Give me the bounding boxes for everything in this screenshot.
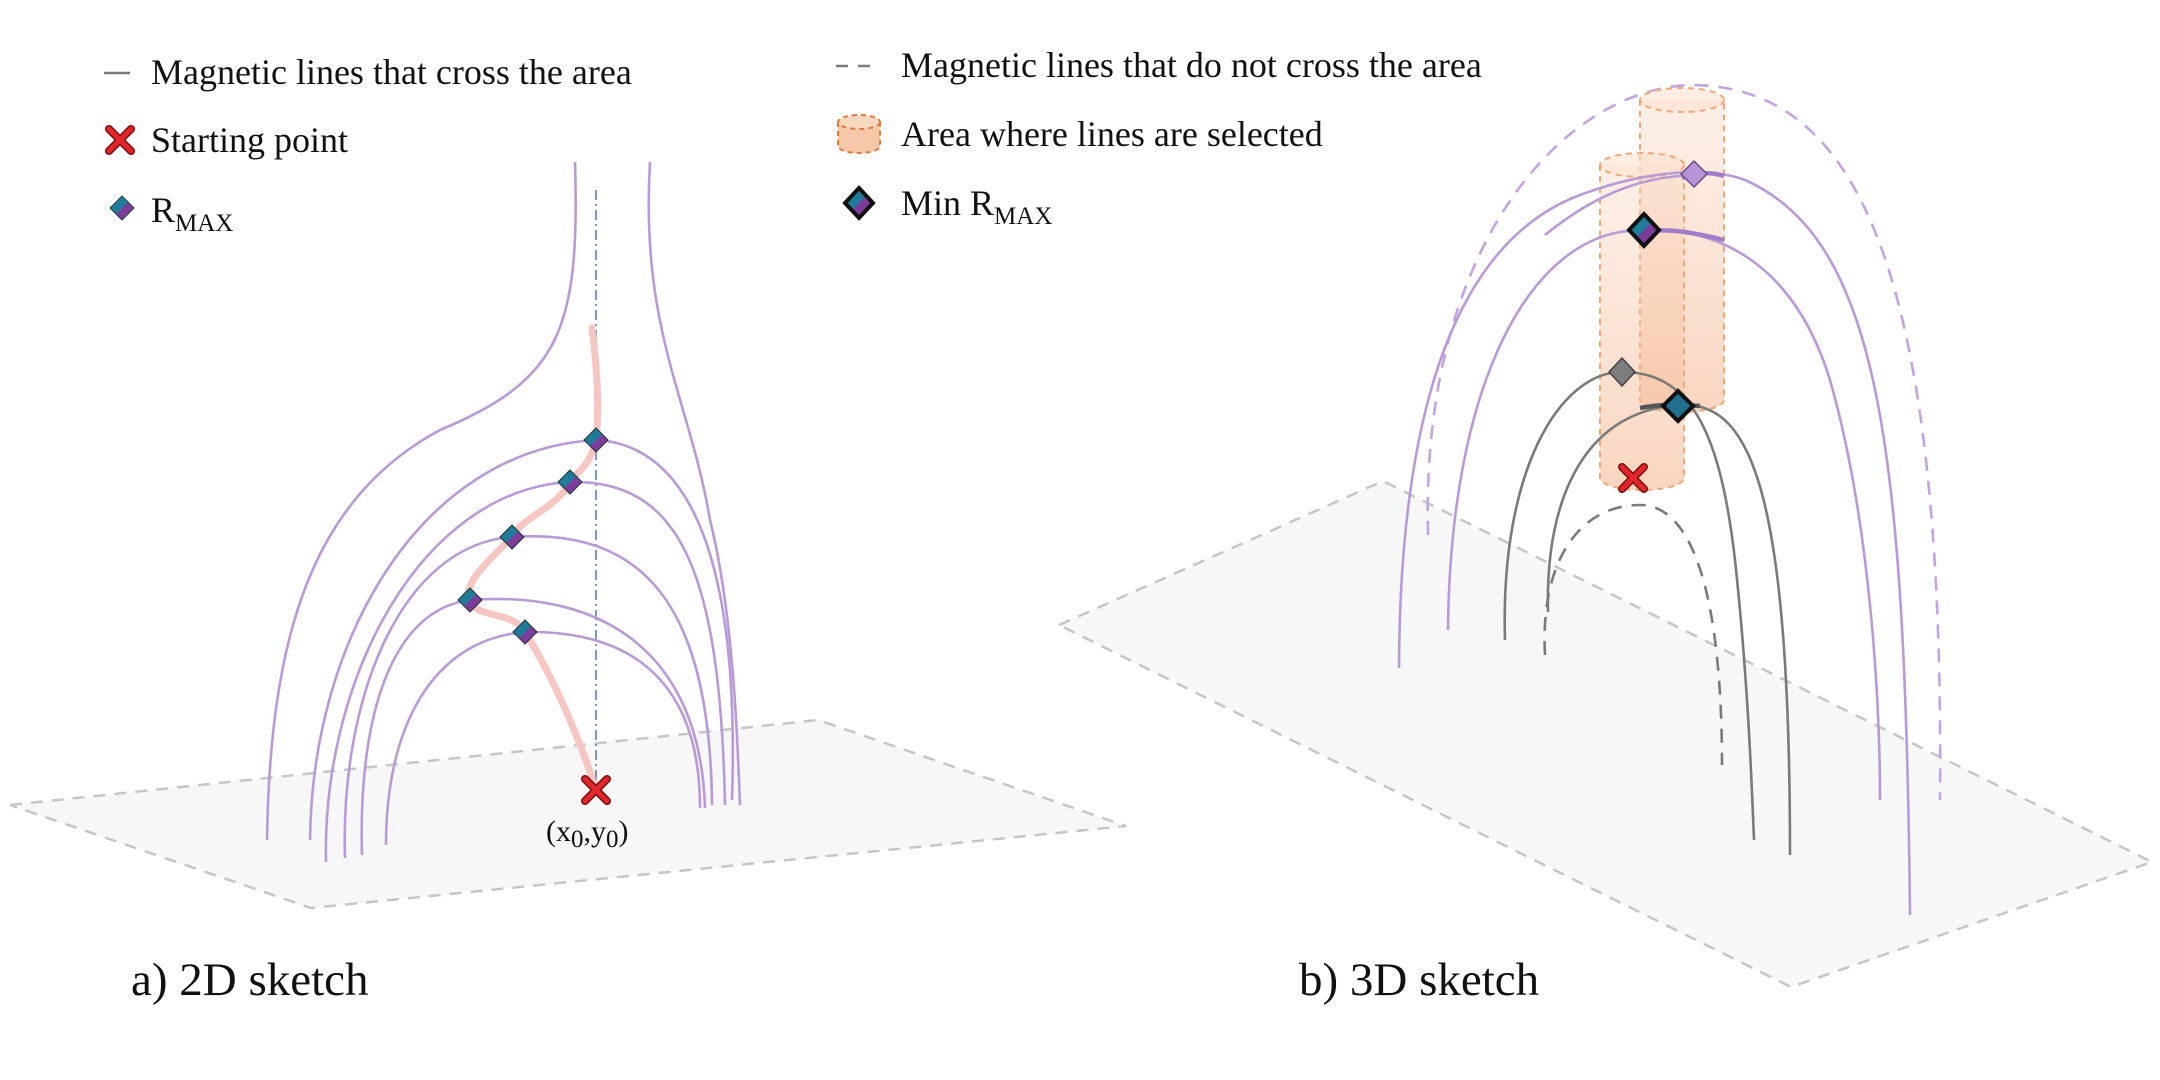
purple-field-line-3d-2: [1446, 228, 1882, 801]
legend-area-label: Area where lines are selected: [901, 114, 1323, 154]
rmax-diamond-2d-1: [583, 427, 609, 453]
ground-plane-3d: [1056, 479, 2156, 989]
caption-3d: b) 3D sketch: [1299, 954, 1539, 1006]
legend-min-rmax-label: Min RMAX: [901, 183, 1052, 230]
min-rmax-diamond-purple: [1626, 211, 1662, 249]
legend-starting-point-label: Starting point: [151, 120, 348, 160]
panel-2d-sketch: (x0,y0) a) 2D sketch: [9, 161, 1127, 1006]
cylinder-legend-icon: [837, 114, 881, 154]
rmax-diamond-2d-3: [499, 524, 525, 550]
legend-solid-lines-label: Magnetic lines that cross the area: [151, 52, 632, 92]
dashed-field-lines: [1426, 83, 1942, 801]
rmax-diamond-2d-2: [557, 469, 583, 495]
panel-3d-sketch: b) 3D sketch: [1056, 83, 2156, 1006]
legend: Magnetic lines that cross the area Start…: [104, 45, 1482, 237]
starting-point-3d-icon: [1618, 463, 1648, 493]
diamond-icon: [109, 195, 135, 221]
dashed-gray-line: [1543, 503, 1724, 766]
caption-2d: a) 2D sketch: [131, 954, 369, 1006]
rmax-diamond-2d-4: [457, 587, 483, 613]
cylinder-back-top: [1639, 87, 1725, 113]
min-rmax-diamond-gray: [1660, 388, 1696, 424]
rmax-path: [464, 324, 602, 794]
legend-rmax-label: RMAX: [151, 190, 233, 237]
field-line-2d-2: [647, 161, 742, 806]
outlined-diamond-icon: [842, 185, 876, 221]
origin-coordinate-label: (x0,y0): [546, 815, 629, 853]
ground-plane-2d: [9, 718, 1127, 910]
gray-rmax-diamond: [1607, 356, 1637, 388]
legend-dashed-lines-label: Magnetic lines that do not cross the are…: [901, 45, 1482, 85]
purple-rmax-diamond: [1679, 159, 1709, 189]
rmax-diamond-2d-5: [512, 619, 538, 645]
starting-point-2d-icon: [581, 775, 611, 805]
red-cross-icon: [105, 125, 135, 155]
field-line-2d-1: [265, 161, 577, 841]
